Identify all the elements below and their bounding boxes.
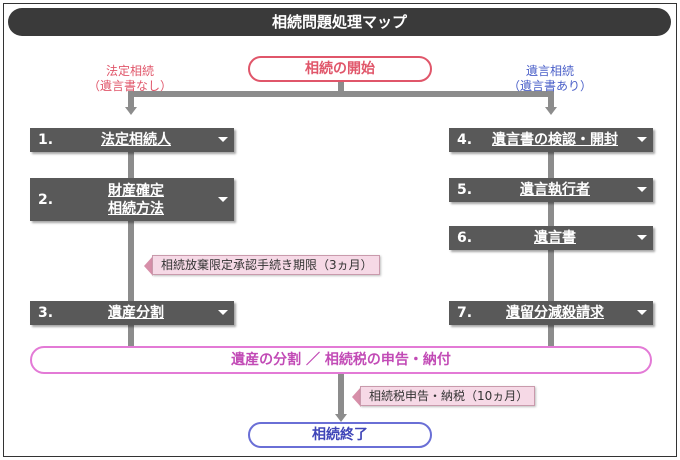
chevron-down-icon[interactable]: [637, 310, 647, 315]
step-label: 遺言書の検認・開封: [492, 132, 618, 148]
deadline-renounce-text: 相続放棄限定承認手続き期限（3ヵ月）: [161, 258, 373, 272]
start-label: 相続の開始: [305, 61, 375, 77]
step-5-executor[interactable]: 5. 遺言執行者: [449, 178, 653, 202]
right-branch-line2: （遺言書あり）: [507, 79, 592, 93]
end-node: 相続終了: [248, 422, 432, 448]
chevron-down-icon[interactable]: [637, 137, 647, 142]
chevron-down-icon[interactable]: [218, 137, 228, 142]
diagram-frame: 相続問題処理マップ 相続の開始 法定相続 （遺言書なし） 遺言相続 （遺言書あり…: [3, 3, 677, 457]
deadline-tax-text: 相続税申告・納税（10ヵ月）: [369, 389, 529, 403]
step-label: 法定相続人: [101, 132, 171, 148]
connector-horizontal-split: [128, 91, 554, 97]
title-bar: 相続問題処理マップ: [8, 8, 671, 36]
deadline-renounce-notch: [144, 256, 153, 276]
start-node: 相続の開始: [248, 56, 432, 82]
connector-right-down: [548, 91, 554, 107]
connector-7-merge: [548, 322, 554, 348]
step-7-reserved-portion[interactable]: 7. 遺留分減殺請求: [449, 301, 653, 325]
chevron-down-icon[interactable]: [218, 196, 228, 202]
step-number: 6.: [457, 230, 473, 246]
left-branch-line2: （遺言書なし）: [87, 79, 172, 93]
arrow-right-branch: [545, 107, 557, 115]
connector-6-7: [548, 248, 554, 301]
step-4-will-probate[interactable]: 4. 遺言書の検認・開封: [449, 128, 653, 152]
step-2-assets-method[interactable]: 2. 財産確定 相続方法: [30, 178, 234, 221]
step-label: 財産確定 相続方法: [60, 178, 212, 221]
merge-node: 遺産の分割 ／ 相続税の申告・納付: [30, 346, 652, 374]
chevron-down-icon[interactable]: [637, 187, 647, 192]
step-1-legal-heirs[interactable]: 1. 法定相続人: [30, 128, 234, 152]
step-number: 5.: [457, 182, 473, 198]
step-number: 4.: [457, 132, 473, 148]
deadline-tax-tag: 相続税申告・納税（10ヵ月）: [360, 386, 536, 406]
deadline-tax-notch: [352, 387, 361, 407]
step-number: 3.: [38, 305, 54, 321]
deadline-renounce-tag: 相続放棄限定承認手続き期限（3ヵ月）: [152, 255, 380, 275]
connector-1-2: [128, 152, 134, 178]
connector-5-6: [548, 200, 554, 226]
step-number: 7.: [457, 305, 473, 321]
step-3-estate-division[interactable]: 3. 遺産分割: [30, 301, 234, 325]
connector-start-down: [338, 81, 344, 94]
left-branch-line1: 法定相続: [105, 64, 154, 78]
step-number: 2.: [38, 191, 54, 208]
connector-2-3: [128, 221, 134, 301]
connector-merge-end: [338, 374, 344, 416]
chevron-down-icon[interactable]: [637, 235, 647, 240]
step-label: 遺言書: [534, 230, 576, 246]
step-label-line1: 財産確定: [108, 182, 164, 199]
step-6-will[interactable]: 6. 遺言書: [449, 226, 653, 250]
end-label: 相続終了: [312, 427, 368, 443]
merge-label: 遺産の分割 ／ 相続税の申告・納付: [231, 352, 451, 368]
chevron-down-icon[interactable]: [218, 310, 228, 315]
right-branch-label: 遺言相続 （遺言書あり）: [500, 64, 600, 94]
right-branch-line1: 遺言相続: [525, 64, 574, 78]
step-number: 1.: [38, 132, 54, 148]
arrow-left-branch: [125, 107, 137, 115]
arrow-end: [335, 414, 347, 422]
step-label: 遺言執行者: [520, 182, 590, 198]
connector-left-down: [128, 91, 134, 107]
left-branch-label: 法定相続 （遺言書なし）: [80, 64, 180, 94]
connector-4-5: [548, 152, 554, 178]
diagram-title: 相続問題処理マップ: [271, 13, 407, 31]
connector-3-merge: [128, 322, 134, 348]
step-label-line2: 相続方法: [108, 200, 164, 217]
step-label: 遺産分割: [108, 305, 164, 321]
step-label: 遺留分減殺請求: [506, 305, 604, 321]
